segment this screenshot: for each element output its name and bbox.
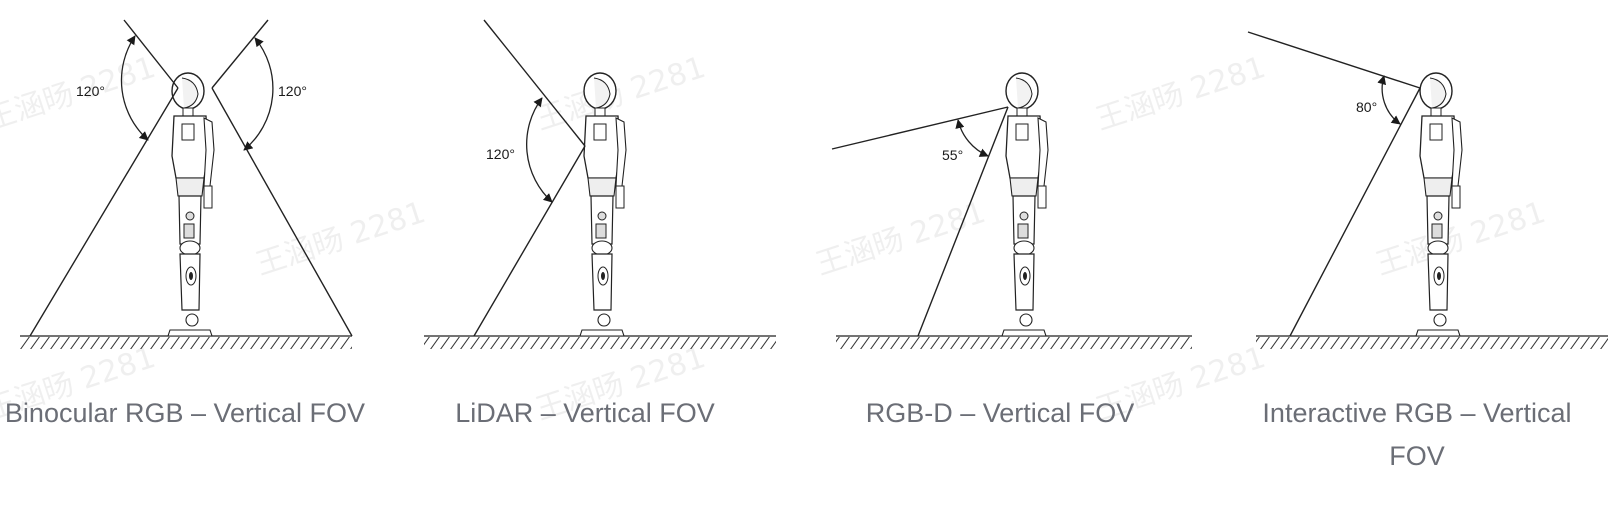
fov-ray [29,87,179,337]
watermark-text: 王涵旸 2281 [812,195,990,283]
fov-ray [211,87,353,337]
angle-label: 120° [278,83,307,99]
angle-label: 120° [76,83,105,99]
panel-binocular-rgb: 120° 120° [20,19,353,349]
panel-lidar: 120° [424,19,776,349]
fov-ray [1289,87,1421,337]
fov-ray [473,145,586,337]
angle-arc [120,35,149,141]
robot-figure [1415,72,1463,337]
fov-ray [917,106,1009,337]
fov-ray [123,19,179,89]
angle-arc [955,119,989,157]
fov-ray [211,19,269,89]
caption-interactive-rgb: Interactive RGB – Vertical FOV [1262,398,1572,471]
angle-label: 80° [1356,99,1377,115]
angle-arc [243,37,274,151]
angle-label: 120° [486,146,515,162]
fov-ray [483,19,586,147]
caption-rgb-d: RGB-D – Vertical FOV [865,398,1135,428]
panel-rgb-d: 55° [831,72,1192,349]
watermark-text: 王涵旸 2281 [252,195,430,283]
ground-hatch [836,337,1192,349]
robot-figure [1001,72,1049,337]
angle-label: 55° [942,147,963,163]
watermark-text: 王涵旸 2281 [1372,195,1550,283]
watermark-layer: 王涵旸 2281 王涵旸 2281 王涵旸 2281 王涵旸 2281 王涵旸 … [0,50,1550,428]
caption-binocular-rgb: Binocular RGB – Vertical FOV [4,398,366,428]
ground-hatch [424,337,776,349]
angle-arc [1377,75,1401,125]
ground-hatch [1256,337,1608,349]
panel-interactive-rgb: 80° [1247,31,1608,349]
caption-lidar: LiDAR – Vertical FOV [455,398,715,428]
robot-figure [167,72,215,337]
angle-arc [526,97,553,203]
fov-ray [831,106,1009,150]
watermark-text: 王涵旸 2281 [1092,50,1270,138]
fov-ray [1247,31,1421,89]
ground-hatch [20,337,352,349]
